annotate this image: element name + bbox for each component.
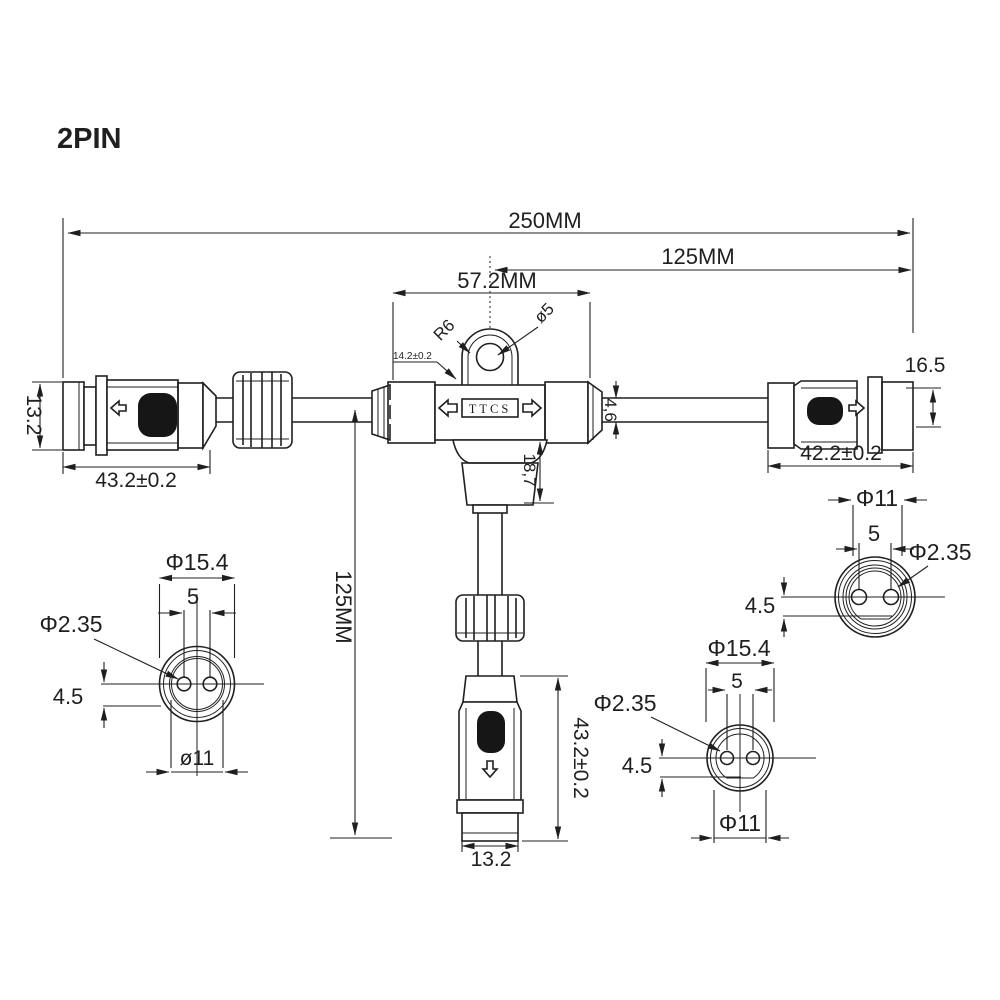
page-title: 2PIN [57, 123, 121, 155]
bottom-nut [455, 594, 525, 642]
end-cap [62, 381, 85, 451]
taper [202, 381, 217, 451]
dim-offset: 4.5 [745, 593, 776, 618]
grip-pad [807, 397, 843, 425]
dim-label-132: 13.2 [22, 395, 45, 436]
note-label: 14.2±0.2 [393, 351, 432, 362]
plug-direction-right-icon [848, 399, 866, 417]
strain-ribs [177, 382, 204, 449]
left-connector [62, 375, 217, 456]
face-view-bottom-right: Φ15.4 5 Φ2.35 4.5 Φ11 [593, 635, 816, 843]
dim-pin-spacing: 5 [187, 584, 199, 609]
dim-offset: 4.5 [622, 753, 653, 778]
branch-tip [472, 504, 508, 514]
brand-plate [461, 398, 519, 418]
dim-inner-dia: Φ11 [856, 485, 898, 511]
bottom-branch [452, 439, 548, 842]
pin-right [745, 750, 761, 766]
plug-direction-left-icon [109, 399, 127, 417]
right-ribs [544, 381, 589, 444]
keyed-profile [715, 733, 765, 779]
dim-branch-len: 18,7 [520, 441, 554, 504]
dim-thread-dia: 16.5 [905, 354, 946, 428]
dim-drop-125mm: 125MM [330, 409, 392, 839]
dim-left-plug-len: 43.2±0.2 [62, 450, 211, 492]
dim-half-125mm: 125MM [494, 244, 912, 274]
left-nut [232, 371, 293, 449]
pin-right [882, 588, 900, 606]
plug-direction-down-icon [481, 760, 499, 779]
right-connector [767, 376, 914, 454]
brand-label: TTCS [469, 402, 512, 416]
neck [83, 386, 97, 446]
body-tolerance-note: 14.2±0.2 [393, 351, 457, 380]
note-leader [436, 361, 457, 380]
dim-pin-dia: Φ2.35 [593, 690, 656, 716]
leader-o5 [497, 326, 539, 356]
dim-overall-250mm: 250MM [62, 208, 914, 378]
dim-left-plug-dia: 13.2 [22, 381, 62, 451]
keyed-profile [848, 570, 902, 620]
dim-bottom-plug-len: 43.2±0.2 [520, 675, 592, 842]
face-view-top-right: Φ11 5 Φ2.35 4.5 [745, 485, 972, 638]
dim-label-187: 18,7 [520, 453, 539, 486]
grip-pad [138, 393, 177, 437]
cables [216, 397, 768, 676]
dim-right-plug-len: 42.2±0.2 [767, 442, 914, 473]
flange [456, 799, 524, 814]
dim-pin-dia: Φ2.35 [39, 611, 102, 637]
t-body: TTCS [371, 380, 603, 445]
plug-direction-right-icon [522, 398, 543, 418]
lug-hole-label: ø5 [530, 299, 557, 326]
leader-r6 [456, 340, 471, 354]
pin-left [719, 750, 735, 766]
dim-pin-spacing: 5 [868, 521, 880, 546]
dim-bottom-plug-dia: 13.2 [461, 841, 519, 871]
dim-label-432: 43.2±0.2 [95, 469, 177, 492]
plug-direction-left-icon [437, 398, 458, 418]
left-ribs [387, 381, 436, 444]
dim-label-46: 4,6 [601, 398, 620, 422]
dim-label-125v: 125MM [331, 570, 356, 643]
pin-hole-left [176, 676, 192, 692]
flange [95, 375, 108, 456]
lug-hole [475, 342, 505, 372]
dim-pin-dia: Φ2.35 [908, 539, 971, 565]
dim-label-165: 16.5 [905, 354, 946, 377]
dim-label-572mm: 57.2MM [457, 268, 536, 293]
dim-outer-dia: Φ15.4 [707, 635, 770, 661]
dim-offset: 4.5 [53, 684, 84, 709]
dim-label-250mm: 250MM [508, 208, 581, 233]
dim-inner-dia: ø11 [180, 747, 215, 770]
threads [881, 381, 914, 451]
dim-label-422: 42.2±0.2 [800, 442, 882, 465]
end-cap [461, 812, 519, 842]
face-view-left: Φ15.4 5 Φ2.35 4.5 ø11 [39, 549, 264, 776]
grip-pad [477, 711, 505, 753]
pin-left [850, 588, 868, 606]
dim-label-125mm: 125MM [661, 244, 734, 269]
right-tip [587, 380, 603, 445]
dim-outer-dia: Φ15.4 [165, 549, 228, 575]
lug-radius-label: R6 [430, 316, 459, 345]
dim-pin-spacing: 5 [731, 670, 743, 693]
dim-label-432b: 43.2±0.2 [569, 717, 592, 799]
lug-outer [461, 328, 519, 386]
dim-label-132b: 13.2 [471, 848, 512, 871]
dim-cable-dia: 4,6 [601, 381, 620, 439]
pin-hole-right [202, 676, 218, 692]
strain-ribs [767, 382, 795, 449]
branch-ribs [461, 462, 539, 506]
dim-inner-dia: Φ11 [719, 810, 761, 836]
dim-body-width: 57.2MM [392, 268, 591, 380]
